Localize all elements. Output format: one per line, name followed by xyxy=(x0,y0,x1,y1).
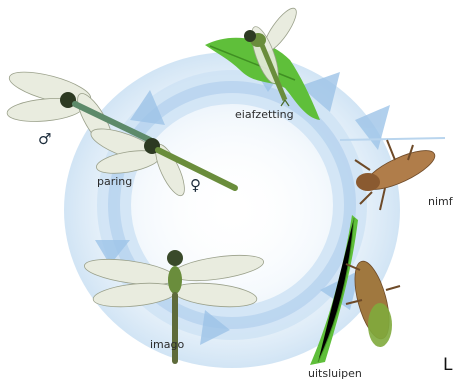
stage-label-adult: imago xyxy=(150,338,184,351)
stage-label-emergence: uitsluipen xyxy=(308,367,362,380)
female-symbol: ♀ xyxy=(190,176,201,194)
stage-label-mating: paring xyxy=(97,175,132,188)
male-symbol: ♂ xyxy=(38,130,51,148)
edge-text: L xyxy=(443,355,452,375)
stage-label-nymph: nimf xyxy=(428,195,453,208)
stage-label-egg-laying: eiafzetting xyxy=(235,108,294,121)
